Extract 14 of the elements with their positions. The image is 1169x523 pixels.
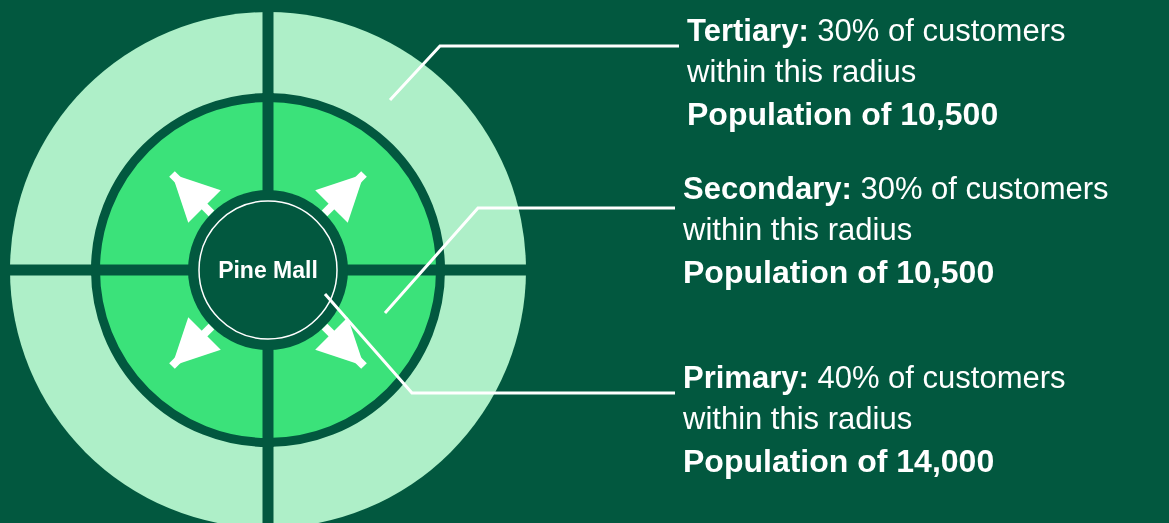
mall-name-label: Pine Mall [218,256,318,284]
arrow [315,317,367,369]
population-label: Population of 10,500 [687,95,1000,134]
arrow [169,171,221,223]
arrow [169,317,221,369]
leader-line [323,293,675,395]
callout-text: Secondary: 30% of customers within this radius [683,170,1110,249]
arrow [315,171,367,223]
leader-line [388,44,679,102]
callout-text: Primary: 40% of customers within this radius [683,359,1067,438]
population-label: Population of 14,000 [683,442,996,481]
population-label: Population of 10,500 [683,253,996,292]
leader-line [383,206,675,314]
callout-text: Tertiary: 30% of customers within this radius [687,12,1067,91]
